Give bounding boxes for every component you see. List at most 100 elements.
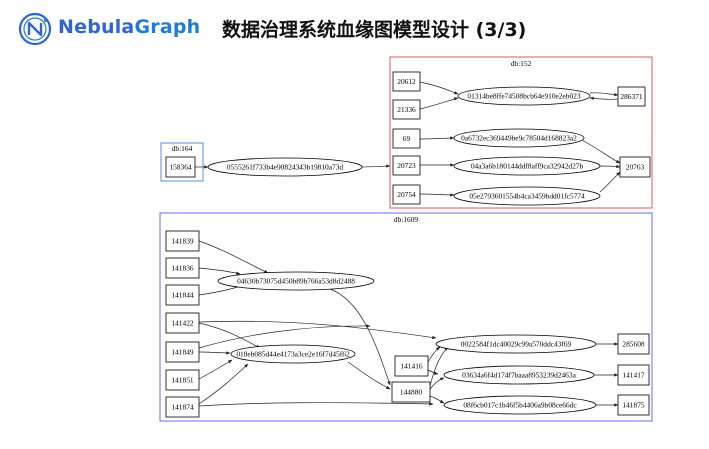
node-05e27936[interactable]: 05e2793601554b4ca3459bdd01fc5774 [453,186,601,206]
edge [198,322,261,349]
edge [599,164,621,169]
node-20612[interactable]: 20612 [392,71,421,92]
edge [347,361,391,390]
node-label: 04630b73075d450b89b766a53d8d2488 [237,277,355,286]
node-label: 158364 [169,163,191,172]
cluster-db152: db:152 [389,56,653,209]
node-144880[interactable]: 144880 [391,381,431,403]
cluster-db164-border [160,142,204,182]
node-label: 144880 [400,388,422,397]
cluster-db152-border [389,56,653,209]
cluster-db164-label: db:164 [172,144,193,153]
node-141851[interactable]: 141851 [165,369,200,391]
node-label: 0022584f1dc40029c99a570ddc43f69 [461,340,572,349]
node-label: 141836 [171,264,193,273]
node-018eb085[interactable]: 018eb085d44e4173a3ce2e16f7d45f62 [230,344,356,364]
node-285608[interactable]: 285608 [617,333,650,355]
node-label: 01314be8ffe74508bcb64e910e2eb023 [467,92,580,101]
node-label: 018eb085d44e4173a3ce2e16f7d45f62 [236,350,350,359]
node-04630b73[interactable]: 04630b73075d450b89b766a53d8d2488 [217,271,375,291]
node-141839[interactable]: 141839 [165,230,200,252]
node-286371[interactable]: 286371 [617,86,646,107]
cluster-db1609: db:1609 [159,212,653,422]
edge [198,351,231,355]
node-0a6732ec[interactable]: 0a6732ec369449be9c78504d168823a2 [453,128,585,148]
node-label: 141874 [171,403,193,412]
header: NebulaGraph 数据治理系统血缘图模型设计 (3/3) [0,0,709,60]
edge [419,136,455,140]
node-20723[interactable]: 20723 [392,155,421,176]
node-20754[interactable]: 20754 [392,184,421,205]
nebula-graph-logo-icon [18,12,52,46]
edge [427,369,439,375]
node-label: 20754 [397,190,416,199]
edge [429,346,449,387]
cluster-db152-label: db:152 [511,59,532,68]
brand-part-1: Nebula [58,16,135,38]
cluster-db1609-label: db:1609 [394,215,419,224]
node-21336[interactable]: 21336 [392,99,421,120]
node-label: 141844 [171,291,193,300]
node-141844[interactable]: 141844 [165,284,200,306]
node-label: 20723 [397,161,416,170]
edge [419,193,455,197]
node-label: 141851 [171,376,193,385]
node-label: 141416 [400,362,422,371]
node-141422[interactable]: 141422 [165,312,200,334]
node-label: 141849 [171,348,193,357]
node-label: 0555261f733b4e90824343b19810a73d [227,163,343,172]
node-label: 141875 [622,401,644,410]
edge [419,81,459,95]
edge [198,240,269,274]
node-label: 03634a6f4d174f7baaa8953239d2463a [462,371,576,380]
node-label: 08f6cb017c1b46f5b4406a9b08ce66dc [463,401,577,410]
edge [198,267,241,275]
node-141416[interactable]: 141416 [394,355,429,377]
node-label: 20763 [626,163,645,172]
edge [198,359,233,380]
node-label: 141839 [171,237,193,246]
node-04a3a6b1[interactable]: 04a3a6b180144ddf8aff9ca32942d27b [453,156,601,176]
node-08f6cb01[interactable]: 08f6cb017c1b46f5b4406a9b08ce66dc [443,395,597,415]
cluster-db1609-border [159,212,653,422]
node-label: 141417 [622,371,644,380]
node-20763[interactable]: 20763 [619,156,651,178]
edge [429,377,445,390]
node-label: 69 [403,134,411,143]
node-label: 141422 [171,319,193,328]
brand-part-2: Graph [134,16,201,38]
node-label: 04a3a6b180144ddf8aff9ca32942d27b [471,162,584,171]
edge [361,164,391,168]
edge [198,402,434,407]
node-141875[interactable]: 141875 [617,394,650,416]
node-label: 0a6732ec369449be9c78504d168823a2 [461,134,577,143]
node-0022584f[interactable]: 0022584f1dc40029c99a570ddc43f69 [435,334,597,354]
node-label: 286371 [620,92,642,101]
node-label: 05e2793601554b4ca3459bdd01fc5774 [469,192,585,201]
edge [581,139,621,164]
node-141417[interactable]: 141417 [617,364,650,386]
node-label: 21336 [397,105,416,114]
cluster-db164: db:164 [160,142,204,182]
edge [198,324,371,349]
edge [427,346,441,363]
node-141874[interactable]: 141874 [165,396,200,418]
edge [429,395,445,404]
node-69[interactable]: 69 [392,128,421,149]
node-01314be8[interactable]: 01314be8ffe74508bcb64e910e2eb023 [457,86,591,106]
brand-name: NebulaGraph [58,16,200,38]
node-03634a6f[interactable]: 03634a6f4d174f7baaa8953239d2463a [443,365,595,385]
node-label: 20612 [397,77,416,86]
edge [589,96,619,101]
node-141849[interactable]: 141849 [165,341,200,363]
node-0555261f[interactable]: 0555261f733b4e90824343b19810a73d [207,157,363,177]
node-158364[interactable]: 158364 [165,156,196,178]
edge [589,92,619,97]
node-141836[interactable]: 141836 [165,257,200,279]
edge [419,97,459,110]
page-title: 数据治理系统血缘图模型设计 (3/3) [222,19,527,41]
edge [599,171,621,193]
edge [198,320,437,340]
edge [329,288,391,386]
